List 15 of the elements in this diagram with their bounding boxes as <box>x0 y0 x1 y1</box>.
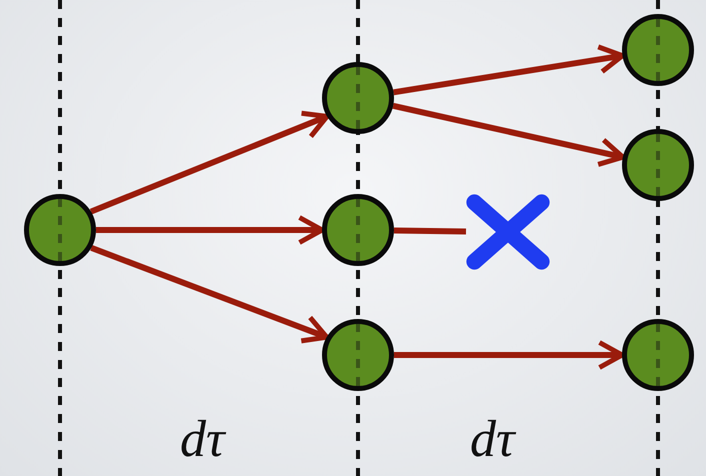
circle-node <box>322 62 394 134</box>
circle-node <box>24 194 96 266</box>
circle-node <box>622 129 694 201</box>
arrow <box>90 110 330 214</box>
circle-node <box>622 14 694 86</box>
arrow <box>392 102 626 167</box>
arrow <box>96 215 324 245</box>
circle-node <box>622 319 694 391</box>
circle-node <box>322 194 394 266</box>
arrow <box>90 245 330 344</box>
arrow <box>394 340 624 370</box>
arrow <box>393 44 625 96</box>
time-step-label: dτ <box>180 410 225 470</box>
time-step-label: dτ <box>470 410 515 470</box>
circle-node <box>322 319 394 391</box>
